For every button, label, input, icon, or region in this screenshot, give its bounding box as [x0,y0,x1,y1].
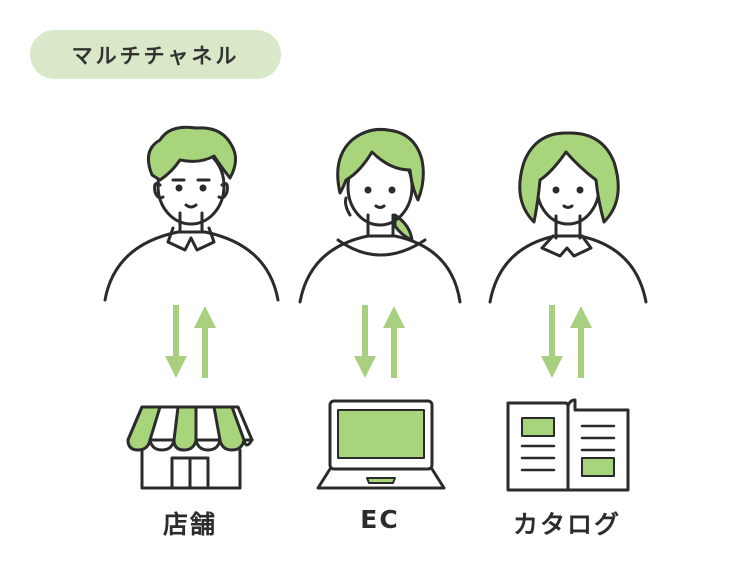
up-arrow-shaft [202,322,208,378]
customer-man-icon [105,127,278,300]
exchange-arrows-2 [354,305,405,378]
down-arrow-shaft [173,305,179,361]
store-icon [128,407,252,488]
exchange-arrows-1 [165,305,216,378]
up-arrow-head [194,306,216,328]
channel-label-catalog: カタログ [467,505,667,541]
customer-woman-icon [300,129,460,302]
laptop-icon [318,401,444,488]
channel-label-store: 店舗 [90,505,290,541]
exchange-arrows-3 [541,305,592,378]
down-arrow-head [165,356,187,378]
customer-woman-bob-icon [490,133,646,302]
catalog-icon [508,400,628,490]
channel-label-ec: EC [280,505,480,534]
